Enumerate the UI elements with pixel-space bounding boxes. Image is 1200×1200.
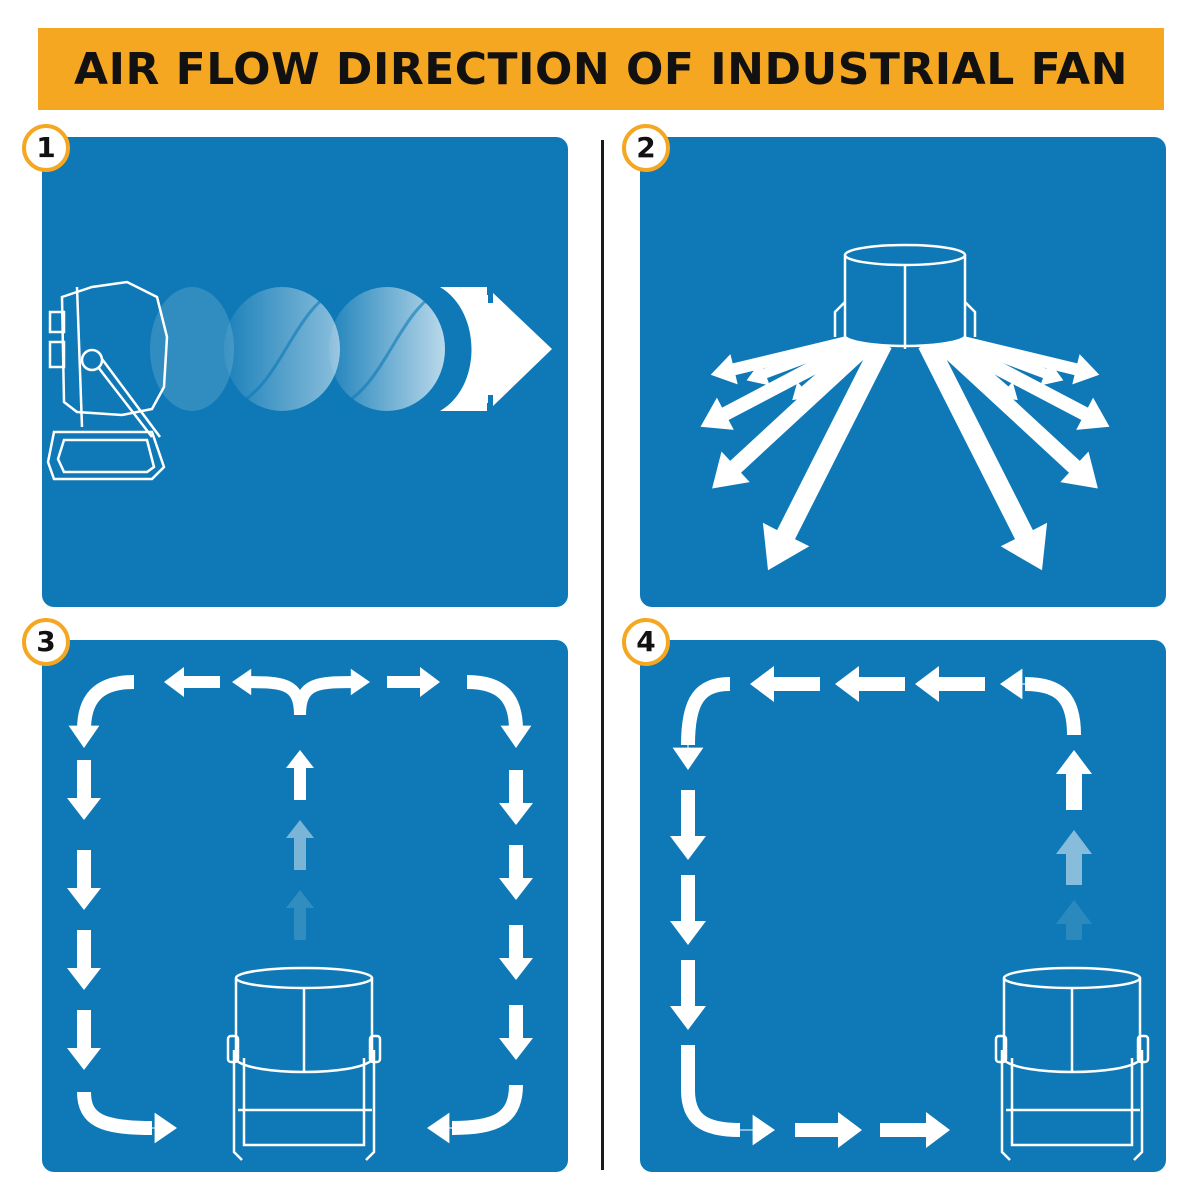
left-down-arrow-3 xyxy=(67,930,101,990)
center-up-arrow-2 xyxy=(286,820,314,870)
curved-arrow-head xyxy=(672,735,704,770)
panel-2-number-badge: 2 xyxy=(622,124,670,172)
panel-2-radial-flow xyxy=(640,137,1166,607)
top-left-arrow-1 xyxy=(750,666,820,702)
radial-arrow-8 xyxy=(933,335,1098,489)
left-down-arrow-1 xyxy=(67,760,101,820)
panel-4-background xyxy=(640,640,1166,1172)
top-right-arrow xyxy=(387,667,440,697)
right-down-arrow-3 xyxy=(499,925,533,980)
curved-arrow-head xyxy=(68,720,100,748)
bottom-left-corner-curve xyxy=(681,1045,775,1146)
panel-3-number-badge: 3 xyxy=(22,618,70,666)
panel-4-illustration xyxy=(640,640,1166,1172)
bottom-right-corner-curve xyxy=(427,1084,523,1144)
panel-2-illustration xyxy=(640,137,1166,607)
top-left-arrow-3 xyxy=(915,666,985,702)
fan-front-outline xyxy=(994,966,1150,1161)
right-down-arrow-1 xyxy=(499,770,533,825)
panel-4-number-badge: 4 xyxy=(622,618,670,666)
radial-arrow-11 xyxy=(942,331,1064,386)
title-banner: AIR FLOW DIRECTION OF INDUSTRIAL FAN xyxy=(38,28,1164,110)
top-left-arrow xyxy=(164,667,220,697)
split-right-curve xyxy=(294,668,370,716)
right-up-arrow-3 xyxy=(1056,750,1092,810)
left-down-arrow-4 xyxy=(67,1010,101,1070)
left-down-arrow-2 xyxy=(67,850,101,910)
curved-arrow-head xyxy=(232,668,257,696)
panel-3-background xyxy=(42,640,568,1172)
radial-arrows xyxy=(700,331,1110,571)
airflow-spiral xyxy=(150,285,552,411)
radial-arrow-3 xyxy=(710,331,867,385)
panel-3-arrows xyxy=(67,667,533,1144)
curved-arrow-head xyxy=(142,1112,177,1144)
right-up-arrow-1 xyxy=(1056,900,1092,940)
panel-1-number-badge: 1 xyxy=(22,124,70,172)
top-left-arrow-2 xyxy=(835,666,905,702)
curved-arrow-head xyxy=(500,720,532,748)
bottom-left-corner-curve xyxy=(77,1091,177,1144)
panel-1-number: 1 xyxy=(36,131,56,164)
top-right-corner-curve xyxy=(1000,668,1081,736)
panel-4-arrows xyxy=(670,666,1092,1148)
curved-arrow-head xyxy=(342,668,370,696)
curved-arrow-head xyxy=(735,1114,775,1146)
top-right-corner-curve xyxy=(466,675,532,748)
right-down-arrow-4 xyxy=(499,1005,533,1060)
fan-drum-outline xyxy=(833,243,977,349)
center-up-arrow-1 xyxy=(286,890,314,940)
panel-1-horizontal-flow xyxy=(42,137,568,607)
panel-1-illustration xyxy=(42,137,568,607)
curved-arrow-head xyxy=(427,1112,462,1144)
radial-arrow-7 xyxy=(918,339,1048,571)
left-down-arrow-1 xyxy=(670,790,706,860)
radial-arrow-6 xyxy=(762,339,892,571)
bottom-right-arrow-1 xyxy=(795,1112,862,1148)
center-up-arrow-3 xyxy=(286,750,314,800)
right-up-arrow-2 xyxy=(1056,830,1092,885)
fan-front-outline xyxy=(226,966,382,1161)
radial-arrow-4 xyxy=(700,333,871,430)
radial-arrow-9 xyxy=(939,333,1110,430)
bottom-right-arrow-2 xyxy=(880,1112,950,1148)
top-left-corner-curve xyxy=(672,677,731,770)
panel-3-upward-split-flow xyxy=(42,640,568,1172)
left-down-arrow-3 xyxy=(670,960,706,1030)
vertical-divider xyxy=(601,140,604,1170)
panel-4-loop-flow xyxy=(640,640,1166,1172)
panel-4-number: 4 xyxy=(636,625,656,658)
fan-side-outline xyxy=(46,280,169,481)
top-left-corner-curve xyxy=(68,675,135,748)
right-down-arrow-2 xyxy=(499,845,533,900)
panel-2-number: 2 xyxy=(636,131,656,164)
panel-3-illustration xyxy=(42,640,568,1172)
page-title: AIR FLOW DIRECTION OF INDUSTRIAL FAN xyxy=(74,43,1128,95)
left-down-arrow-2 xyxy=(670,875,706,945)
panel-3-number: 3 xyxy=(36,625,56,658)
radial-arrow-12 xyxy=(940,331,1018,401)
curved-arrow-head xyxy=(1000,668,1035,700)
radial-arrow-5 xyxy=(712,335,877,489)
